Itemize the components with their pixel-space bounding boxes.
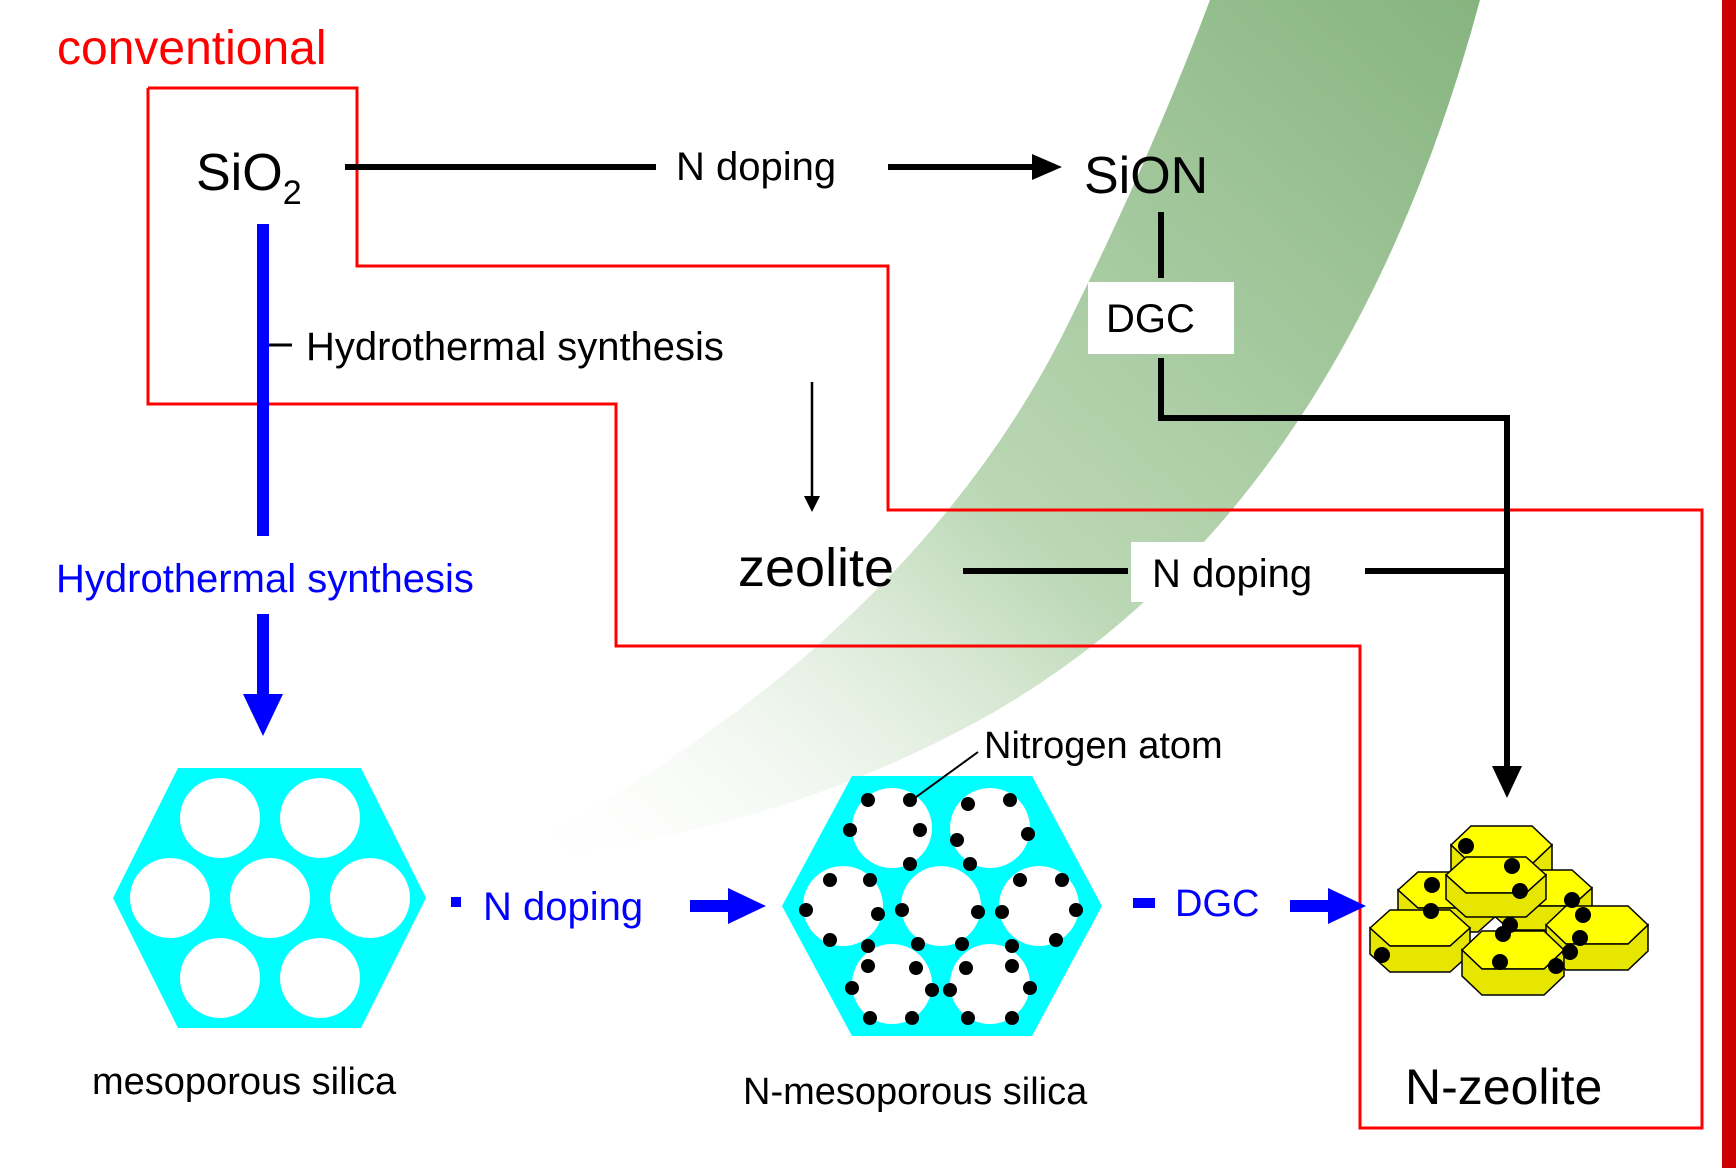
crystal-dots	[1374, 838, 1591, 974]
n-zeolite-crystals-graphic	[1368, 825, 1650, 996]
blue-path-top	[257, 224, 269, 536]
sio2-base: SiO	[196, 144, 283, 202]
conventional-route-outline	[146, 86, 1704, 1130]
sion-arrowhead	[1032, 154, 1062, 180]
blue-dgc-arrowhead	[1328, 888, 1366, 924]
hydrothermal-blue-label: Hydrothermal synthesis	[56, 557, 474, 601]
dgc-blue-label: DGC	[1175, 883, 1259, 925]
mesoporous-arrowhead	[243, 694, 283, 736]
mesoporous-silica-label: mesoporous silica	[92, 1061, 397, 1103]
nitrogen-dots	[799, 793, 1083, 1025]
blue-path-bottom	[257, 614, 269, 698]
side-accent-bar	[1722, 0, 1736, 1168]
n-doping-mid-label: N doping	[1152, 552, 1312, 596]
sion-to-nzeolite-path	[1158, 358, 1510, 770]
mesoporous-silica-graphic	[113, 768, 426, 1028]
sion-label: SiON	[1084, 147, 1208, 205]
sio2-subscript: 2	[283, 174, 302, 212]
dgc-right-label: DGC	[1106, 297, 1195, 341]
n-doping-blue-label: N doping	[483, 885, 643, 929]
crystal-center-top	[1444, 856, 1548, 918]
nitrogen-atom-label: Nitrogen atom	[984, 725, 1223, 767]
blue-ndoping-shaft	[690, 900, 730, 912]
blue-ndoping-arrowhead	[728, 888, 766, 924]
n-mesoporous-silica-graphic	[782, 776, 1102, 1036]
hydrothermal-black-label: Hydrothermal synthesis	[306, 325, 724, 369]
nzeolite-arrowhead	[1492, 766, 1522, 798]
zeolite-arrowhead	[804, 496, 820, 512]
n-doping-top-label: N doping	[676, 145, 836, 189]
blue-dgc-dash	[1133, 898, 1155, 908]
nitrogen-atom-leader	[911, 751, 979, 801]
n-mesoporous-silica-label: N-mesoporous silica	[743, 1071, 1088, 1113]
sio2-label: SiO2	[196, 144, 302, 212]
n-doping-mid-box	[1131, 542, 1355, 602]
n-zeolite-label: N-zeolite	[1405, 1059, 1602, 1115]
zeolite-label: zeolite	[738, 538, 894, 598]
conventional-label: conventional	[57, 22, 327, 75]
blue-ndoping-dash	[451, 897, 461, 907]
blue-dgc-shaft	[1290, 900, 1330, 912]
background-swoosh	[500, 0, 1480, 860]
dgc-box-right	[1088, 282, 1234, 354]
crystal-left	[1368, 909, 1472, 973]
